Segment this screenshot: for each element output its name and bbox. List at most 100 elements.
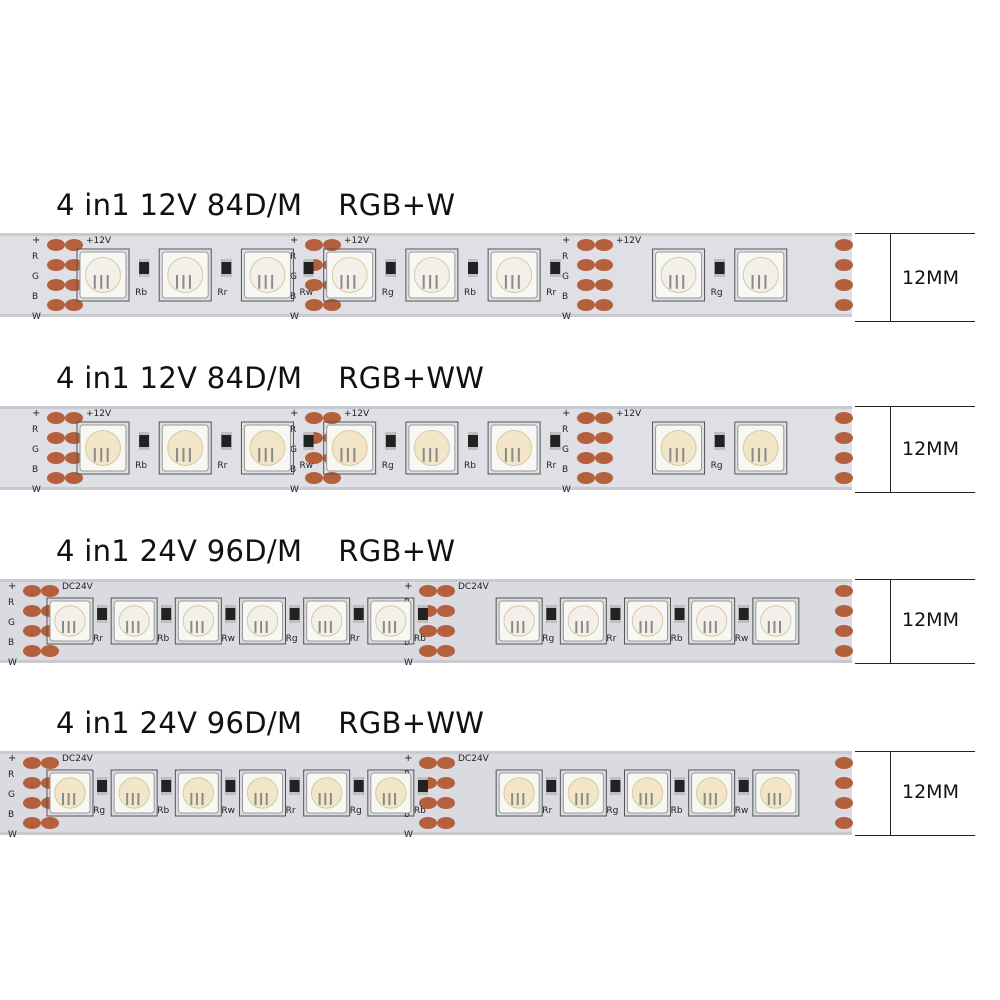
resistor-label: Rw <box>300 461 314 471</box>
resistor-label: Rg <box>93 806 105 816</box>
led-die-wire <box>422 275 425 289</box>
led-die-wire <box>188 275 191 289</box>
resistor <box>353 777 364 795</box>
resistor-terminal <box>221 447 232 450</box>
led-lens <box>742 430 779 466</box>
led-die-wire <box>106 275 109 289</box>
led-chip <box>158 421 212 475</box>
resistor-label: Rr <box>93 634 103 644</box>
led-die-wire <box>394 793 397 805</box>
resistor-terminal <box>303 274 314 277</box>
solder-pad <box>65 412 83 424</box>
led-die-wire <box>504 448 507 462</box>
polarity-mark: + <box>290 408 298 419</box>
led-die-wire <box>346 448 349 462</box>
led-die-wire <box>767 621 770 633</box>
resistor-label: Rw <box>735 806 749 816</box>
voltage-label: +12V <box>344 409 370 419</box>
led-outline <box>303 769 351 817</box>
resistor <box>546 777 557 795</box>
solder-pad <box>437 605 455 617</box>
led-die-wire <box>586 793 589 805</box>
led-die-wire <box>201 793 204 805</box>
resistor-label: Rr <box>542 806 552 816</box>
led-die-wire <box>264 275 267 289</box>
solder-pad <box>47 452 65 464</box>
led-die-wire <box>106 448 109 462</box>
led-die-wire <box>126 621 129 633</box>
led-die-wire <box>650 621 653 633</box>
solder-pad <box>577 472 595 484</box>
resistor <box>97 605 108 623</box>
model-text: 4 in1 <box>56 706 131 740</box>
resistor <box>139 259 150 277</box>
resistor-label: Rw <box>300 288 314 298</box>
pad-label: W <box>8 830 17 840</box>
led-die-wire <box>131 793 134 805</box>
density-text: 96D/M <box>206 706 303 740</box>
resistor <box>546 605 557 623</box>
pad-label: W <box>8 658 17 668</box>
pad-label: R <box>562 425 568 435</box>
resistor-terminal <box>289 777 300 780</box>
solder-pad <box>65 432 83 444</box>
led-lens <box>167 430 204 466</box>
led-die-wire <box>265 621 268 633</box>
resistor-terminal <box>546 605 557 608</box>
led-die-wire <box>682 448 685 462</box>
density-text: 96D/M <box>206 534 303 568</box>
dimension-arrow <box>890 233 891 321</box>
led-chip <box>76 248 130 302</box>
solder-pad <box>419 817 437 829</box>
led-die-wire <box>62 793 64 805</box>
solder-pad <box>65 239 83 251</box>
strip-edge <box>852 751 860 835</box>
resistor-terminal <box>97 777 108 780</box>
led-lens <box>567 605 600 637</box>
led-die-wire <box>324 621 327 633</box>
resistor <box>385 432 396 450</box>
pad-label: G <box>8 618 15 628</box>
width-label: 12MM <box>902 438 959 460</box>
resistor-terminal <box>161 620 172 623</box>
pad-label: B <box>8 810 14 820</box>
model-text: 4 in1 <box>56 534 131 568</box>
led-die-wire <box>764 448 767 462</box>
solder-pad <box>23 817 41 829</box>
resistor-terminal <box>221 432 232 435</box>
pad-label: B <box>562 465 568 475</box>
led-die-wire <box>511 793 514 805</box>
led-chip <box>624 769 671 817</box>
solder-pad <box>23 605 41 617</box>
pad-label: R <box>32 252 38 262</box>
solder-pad <box>419 585 437 597</box>
width-dimension: 12MM <box>855 398 1000 508</box>
led-outline <box>239 769 286 817</box>
led-outline <box>174 769 222 817</box>
solder-pad <box>577 299 595 311</box>
led-die-wire <box>254 621 257 633</box>
polarity-mark: + <box>8 581 16 592</box>
pad-label: W <box>562 312 571 322</box>
led-die-wire <box>682 275 685 289</box>
led-die-wire <box>639 793 642 805</box>
led-chip <box>559 597 607 645</box>
solder-pad <box>577 452 595 464</box>
resistor <box>97 777 108 795</box>
led-chip <box>405 248 459 302</box>
led-die-wire <box>522 621 525 633</box>
dimension-arrow <box>890 751 891 835</box>
dimension-line-top <box>855 579 975 580</box>
led-lens <box>85 257 121 293</box>
solder-pad <box>577 279 595 291</box>
color-type-text: RGB+W <box>338 534 456 568</box>
pad-label: B <box>32 465 38 475</box>
led-chip <box>174 769 222 817</box>
resistor-terminal <box>303 447 314 450</box>
resistor <box>289 777 300 795</box>
resistor-label: Rb <box>135 461 147 471</box>
pad-label: W <box>290 312 299 322</box>
